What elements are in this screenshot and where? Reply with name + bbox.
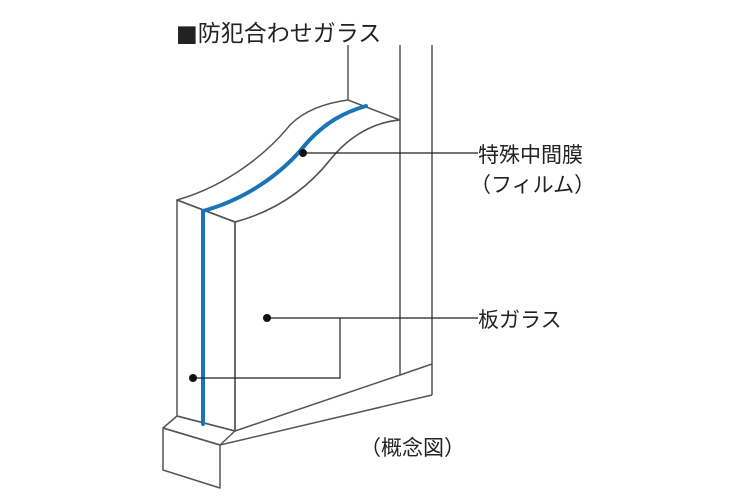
interlayer-label: 特殊中間膜 — [478, 143, 583, 167]
interlayer-sub-label: （フィルム） — [470, 173, 595, 197]
glass-front-face — [234, 119, 401, 432]
interlayer-top-curve — [201, 104, 368, 213]
glass-leader-side — [193, 318, 341, 379]
glass-dot-side — [189, 374, 197, 382]
glass-side-face — [176, 199, 236, 432]
diagram-title: ■防犯合わせガラス — [176, 21, 381, 47]
floor-line — [219, 394, 433, 446]
interlayer-dot — [299, 149, 307, 157]
wall-connector-line — [399, 363, 433, 376]
glass-label: 板ガラス — [478, 308, 562, 332]
base-front-face — [162, 427, 221, 489]
glass-dot-front — [263, 314, 271, 322]
diagram-caption: （概念図） — [360, 436, 465, 460]
